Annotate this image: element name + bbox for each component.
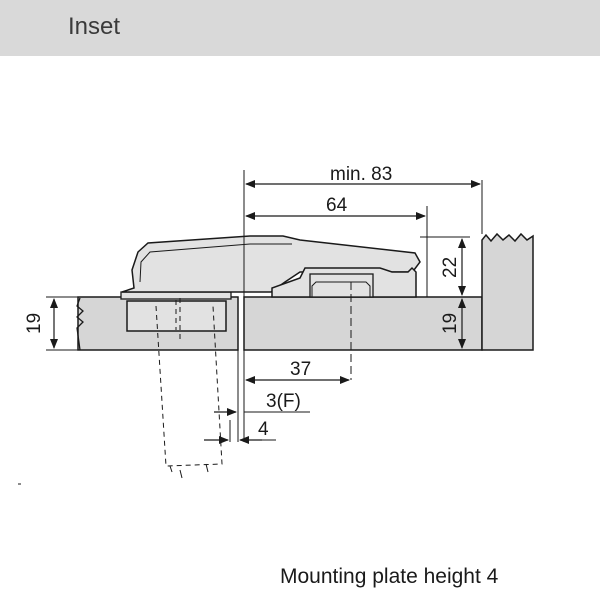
hinge-arm: [121, 235, 421, 293]
dim-label-19-left: 19: [24, 313, 45, 334]
dim-label-37: 37: [290, 359, 311, 380]
caption: Mounting plate height 4: [280, 565, 499, 588]
cup-open-bottom: [169, 463, 209, 479]
cup-open-inner: [175, 298, 181, 340]
dim-label-min83: min. 83: [330, 164, 392, 185]
header-bar: Inset: [0, 0, 600, 56]
dim-label-64: 64: [326, 195, 348, 216]
cabinet-side-panel: [243, 296, 483, 351]
mounting-plate-slot: [311, 281, 371, 298]
page-title: Inset: [68, 13, 121, 40]
break-mark-left: [76, 297, 84, 351]
hinge-cup-flange: [120, 291, 232, 300]
hinge-arm-detail: [139, 243, 292, 283]
dim-label-3f: 3(F): [266, 391, 301, 412]
mounting-plate-block: [309, 273, 374, 298]
dim-label-4: 4: [258, 419, 269, 440]
dim-label-22: 22: [440, 257, 461, 278]
cabinet-wall: [481, 232, 534, 351]
dim-label-19-right: 19: [440, 313, 461, 334]
hinge-cup: [126, 300, 227, 332]
